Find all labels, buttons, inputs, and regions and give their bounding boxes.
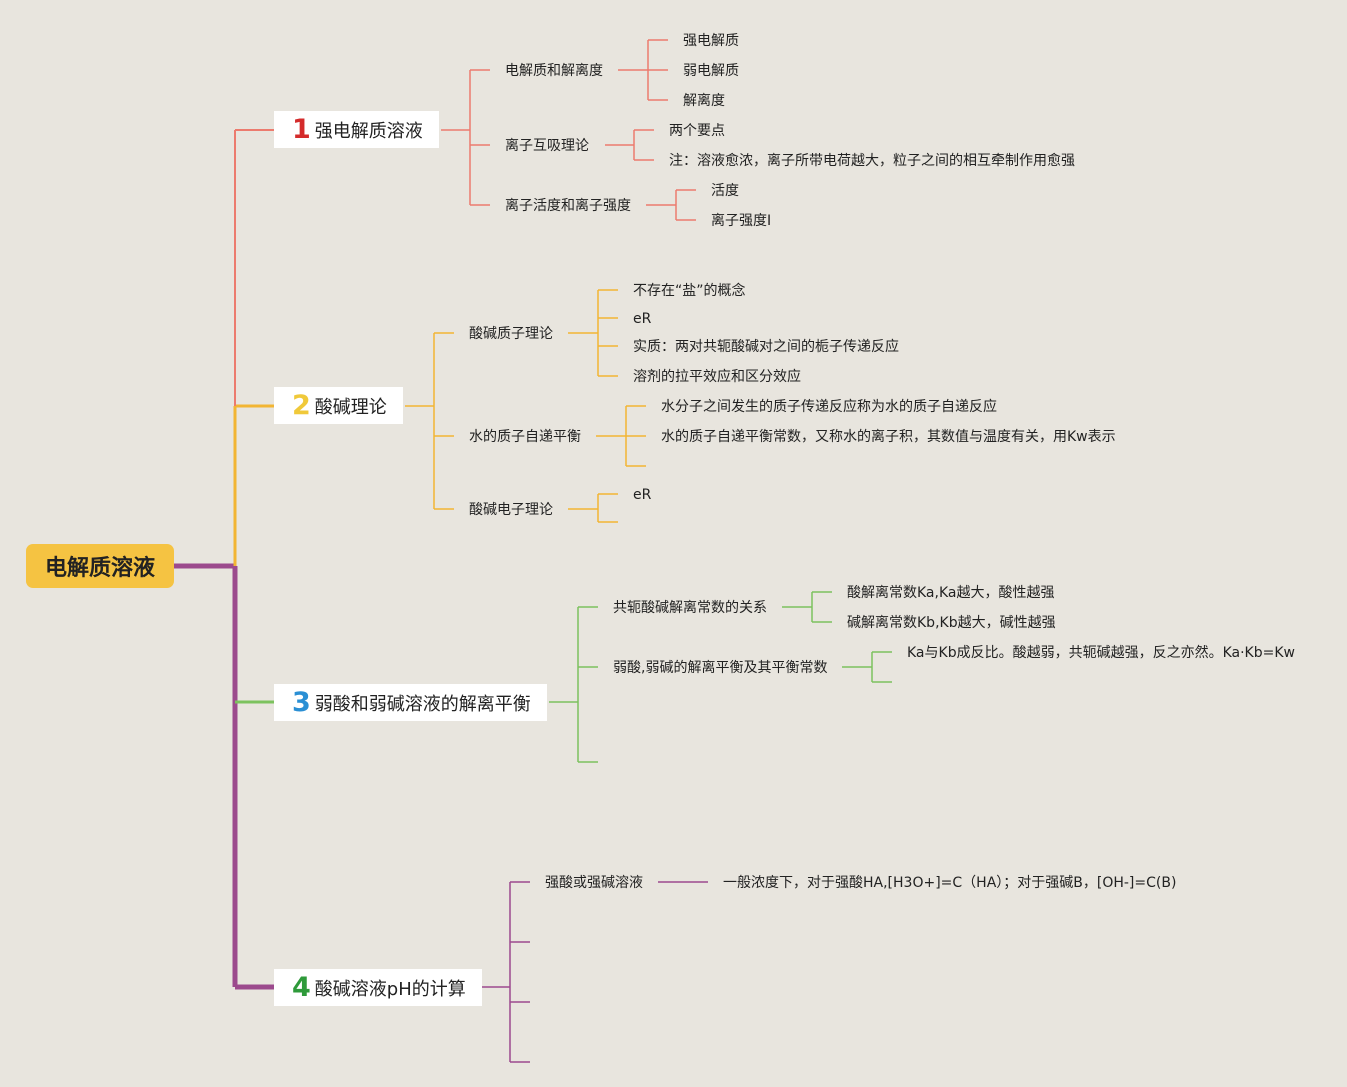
subtopic-proton-theory[interactable]: 酸碱质子理论	[469, 326, 553, 342]
root-node[interactable]: 电解质溶液	[26, 544, 174, 588]
leaf-node[interactable]: 注：溶液愈浓，离子所带电荷越大，粒子之间的相互牵制作用愈强	[669, 153, 1075, 169]
leaf-node[interactable]: 不存在“盐”的概念	[633, 283, 746, 299]
leaf-node[interactable]: 强电解质	[683, 33, 739, 49]
subtopic-water-autoprotolysis[interactable]: 水的质子自递平衡	[469, 429, 581, 445]
subtopic-ion-attraction-theory[interactable]: 离子互吸理论	[505, 138, 589, 154]
main-topic-label: 酸碱溶液pH的计算	[314, 978, 466, 1000]
root-label: 电解质溶液	[44, 556, 155, 581]
leaf-node[interactable]: 弱电解质	[683, 63, 739, 79]
main-topic-4[interactable]: 4 酸碱溶液pH的计算	[274, 969, 482, 1006]
subtopic-conjugate-constants[interactable]: 共轭酸碱解离常数的关系	[613, 600, 767, 616]
subtopic-ion-activity-strength[interactable]: 离子活度和离子强度	[505, 198, 631, 214]
leaf-node[interactable]: 碱解离常数Kb,Kb越大，碱性越强	[847, 615, 1056, 631]
leaf-node[interactable]: 解离度	[683, 93, 725, 109]
main-topic-2[interactable]: 2 酸碱理论	[274, 387, 403, 424]
leaf-node[interactable]: eR	[633, 487, 652, 503]
main-topic-label: 强电解质溶液	[314, 120, 423, 142]
main-topic-label: 酸碱理论	[314, 396, 387, 418]
main-topic-3[interactable]: 3 弱酸和弱碱溶液的解离平衡	[274, 684, 547, 721]
subtopic-electrolyte-dissociation[interactable]: 电解质和解离度	[505, 63, 603, 79]
main-topic-1[interactable]: 1 强电解质溶液	[274, 111, 439, 148]
number-4-icon: 4	[292, 972, 311, 1003]
leaf-node[interactable]: 活度	[711, 183, 739, 199]
subtopic-strong-acid-base[interactable]: 强酸或强碱溶液	[545, 875, 643, 891]
leaf-node[interactable]: 酸解离常数Ka,Ka越大，酸性越强	[847, 585, 1055, 601]
leaf-node[interactable]: 一般浓度下，对于强酸HA,[H3O+]=C（HA）；对于强碱B，[OH-]=C(…	[723, 875, 1177, 891]
leaf-node[interactable]: 水分子之间发生的质子传递反应称为水的质子自递反应	[661, 399, 997, 415]
leaf-node[interactable]: Ka与Kb成反比。酸越弱，共轭碱越强，反之亦然。Ka·Kb=Kw	[907, 645, 1295, 661]
subtopic-weak-acid-base-equilibrium[interactable]: 弱酸,弱碱的解离平衡及其平衡常数	[613, 660, 828, 676]
subtopic-electron-theory[interactable]: 酸碱电子理论	[469, 502, 553, 518]
main-topic-label: 弱酸和弱碱溶液的解离平衡	[314, 693, 531, 715]
leaf-node[interactable]: 离子强度I	[711, 213, 772, 229]
number-2-icon: 2	[292, 390, 311, 421]
number-3-icon: 3	[292, 687, 311, 718]
number-1-icon: 1	[292, 114, 311, 145]
leaf-node[interactable]: eR	[633, 311, 652, 327]
leaf-node[interactable]: 实质：两对共轭酸碱对之间的栀子传递反应	[633, 339, 899, 355]
leaf-node[interactable]: 两个要点	[669, 123, 725, 139]
leaf-node[interactable]: 水的质子自递平衡常数，又称水的离子积，其数值与温度有关，用Kw表示	[661, 429, 1116, 445]
leaf-node[interactable]: 溶剂的拉平效应和区分效应	[633, 369, 801, 385]
